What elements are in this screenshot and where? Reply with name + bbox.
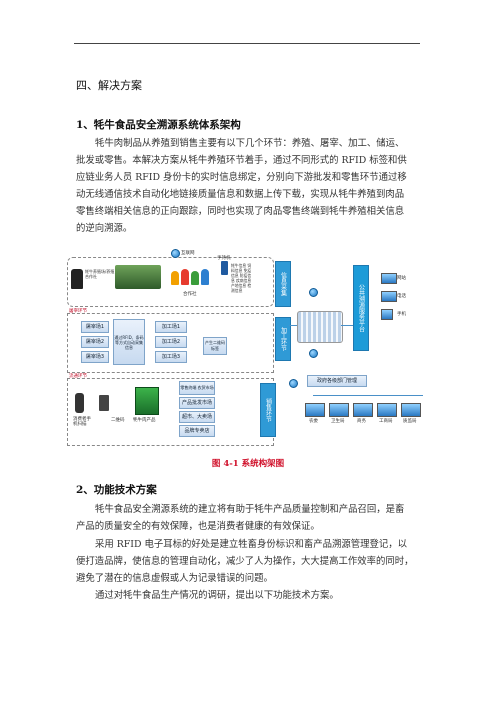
paragraph-line: 避免了潜在的信息虚假或人为记录错误的问题。 xyxy=(76,573,273,584)
query-mobile: 手机 xyxy=(397,312,406,317)
subsection-2-paragraph-3: 通过对牦牛食品生产情况的调研，提出以下功能技术方案。 xyxy=(76,587,422,604)
mobile-phone-icon xyxy=(99,395,109,411)
connector xyxy=(289,325,297,326)
slaughterhouse-1: 屠宰场1 xyxy=(81,321,109,333)
paragraph-line: 动无线通信技术自动化地链接质量信息和数据上传下载，实现从牦牛养殖到肉品 xyxy=(76,189,405,200)
internet-label: 互联网 xyxy=(181,251,195,256)
slaughterhouse-2: 屠宰场2 xyxy=(81,336,109,348)
paragraph-line: 通过对牦牛食品生产情况的调研，提出以下功能技术方案。 xyxy=(95,590,339,601)
connector xyxy=(341,325,353,326)
computer-icon xyxy=(377,403,397,417)
process-box: 加工环节 xyxy=(275,317,291,361)
product-label: 牦牛肉产品 xyxy=(133,418,156,423)
computer-icon xyxy=(401,403,421,417)
info-list: 牦牛信息 饲料信息 免疫信息 防疫信息 疾病信息 产地信息 检测信息 xyxy=(231,263,252,293)
server-cluster xyxy=(297,311,343,343)
product-package-image xyxy=(135,387,159,415)
paragraph-line: 应链业务人员 RFID 身份卡的实时信息绑定，分别向下游批发和零售环节通过移 xyxy=(76,172,407,183)
connector xyxy=(313,395,423,396)
architecture-diagram: 互联网 牦牛养殖场/养殖合作社 合作社 手持机 牦牛信息 饲料信息 免疫信息 防… xyxy=(63,247,430,452)
header-rule xyxy=(74,43,420,44)
qr-tag-box: 产生二维码标签 xyxy=(203,337,227,355)
subsection-2-paragraph-1: 牦牛食品安全溯源系统的建立将有助于牦牛产品质量控制和产品召回，是畜 产品的质量安… xyxy=(76,501,422,535)
processing-1: 加工场1 xyxy=(155,321,187,333)
distribution-2: 产品批发市场 xyxy=(179,397,215,409)
retail-region xyxy=(67,378,274,446)
yak-herd-image xyxy=(115,265,161,289)
distribution-1: 零售终端 农贸市场 xyxy=(179,381,215,395)
query-phone: 电话 xyxy=(397,294,406,299)
phone-label: 手持机 xyxy=(217,256,231,261)
paragraph-line: 批发或零售。本解决方案从牦牛养殖环节着手，通过不同形式的 RFID 标签和供 xyxy=(76,155,407,166)
coop-people-icon xyxy=(171,267,215,287)
slaughter-stage-label: 屠宰环节 xyxy=(69,309,87,314)
globe-icon xyxy=(289,379,298,388)
platform-box: 公共溯源服务平台 xyxy=(353,265,369,351)
globe-icon xyxy=(171,249,180,258)
computer-icon xyxy=(329,403,349,417)
globe-icon xyxy=(309,288,318,297)
computer-icon xyxy=(305,403,325,417)
rfid-collect-box: 通过RFID、条码等方式自动采集信息 xyxy=(113,319,145,365)
processing-2: 加工场2 xyxy=(155,336,187,348)
section-title: 四、解决方案 xyxy=(76,79,142,92)
slaughterhouse-3: 屠宰场3 xyxy=(81,351,109,363)
paragraph-line: 零售终端相关信息的正向跟踪，同时也实现了肉品零售终端到牦牛养殖相关信息 xyxy=(76,206,405,217)
distribution-4: 品牌专卖店 xyxy=(179,425,215,437)
mobile-icon xyxy=(381,309,393,320)
subsection-2-paragraph-2: 采用 RFID 电子耳标的好处是建立牲畜身份标识和畜产品溯源管理登记，以 便打造… xyxy=(76,536,422,587)
paragraph-line: 便打造品牌，使信息的管理自动化，减少了人为操作，大大提高工作效率的同时， xyxy=(76,556,414,567)
globe-icon xyxy=(309,349,318,358)
distribution-3: 超市、大卖场 xyxy=(179,411,215,423)
node-label: 质监局 xyxy=(403,419,417,424)
coop-label: 合作社 xyxy=(183,292,197,297)
processing-3: 加工场3 xyxy=(155,351,187,363)
paragraph-line: 牦牛肉制品从养殖到销售主要有以下几个环节：养殖、屠宰、加工、储运、 xyxy=(95,138,405,149)
process-region xyxy=(67,313,274,373)
query-website: 网站 xyxy=(397,276,406,281)
subsection-1-paragraph: 牦牛肉制品从养殖到销售主要有以下几个环节：养殖、屠宰、加工、储运、 批发或零售。… xyxy=(76,135,422,237)
subsection-1-heading: 1、牦牛食品安全溯源系统体系架构 xyxy=(76,119,241,131)
gov-management-box: 政府各级部门管理 xyxy=(307,375,367,387)
node-label: 卫生局 xyxy=(331,419,345,424)
handheld-icon xyxy=(221,261,228,275)
figure-caption: 图 4-1 系统构架图 xyxy=(211,459,285,469)
computer-icon xyxy=(353,403,373,417)
paragraph-line: 牦牛食品安全溯源系统的建立将有助于牦牛产品质量控制和产品召回，是畜 xyxy=(95,504,405,515)
node-label: 商务 xyxy=(357,419,366,424)
retail-box: 销售环节 xyxy=(260,383,276,437)
transfer-stage-label: 流通环节 xyxy=(69,374,87,379)
paragraph-line: 采用 RFID 电子耳标的好处是建立牲畜身份标识和畜产品溯源管理登记，以 xyxy=(95,539,407,550)
paragraph-line: 的逆向溯源。 xyxy=(76,223,133,234)
node-label: 农委 xyxy=(309,419,318,424)
node-label: 工商局 xyxy=(379,419,393,424)
consumer-label: 消费者手机扫描 xyxy=(73,417,91,427)
subsection-2-heading: 2、功能技术方案 xyxy=(76,484,157,496)
computer-icon xyxy=(381,273,397,284)
computer-icon xyxy=(381,291,397,302)
paragraph-line: 产品的质量安全的有效保障，也是消费者健康的有效保证。 xyxy=(76,521,320,532)
ranch-label: 牦牛养殖场/养殖合作社 xyxy=(85,269,115,279)
collect-box: 信息采集 xyxy=(275,261,291,307)
breeding-region xyxy=(67,257,274,307)
qr-label: 二维码 xyxy=(111,418,125,423)
farmer-icon xyxy=(71,269,83,289)
consumer-icon xyxy=(75,393,84,413)
